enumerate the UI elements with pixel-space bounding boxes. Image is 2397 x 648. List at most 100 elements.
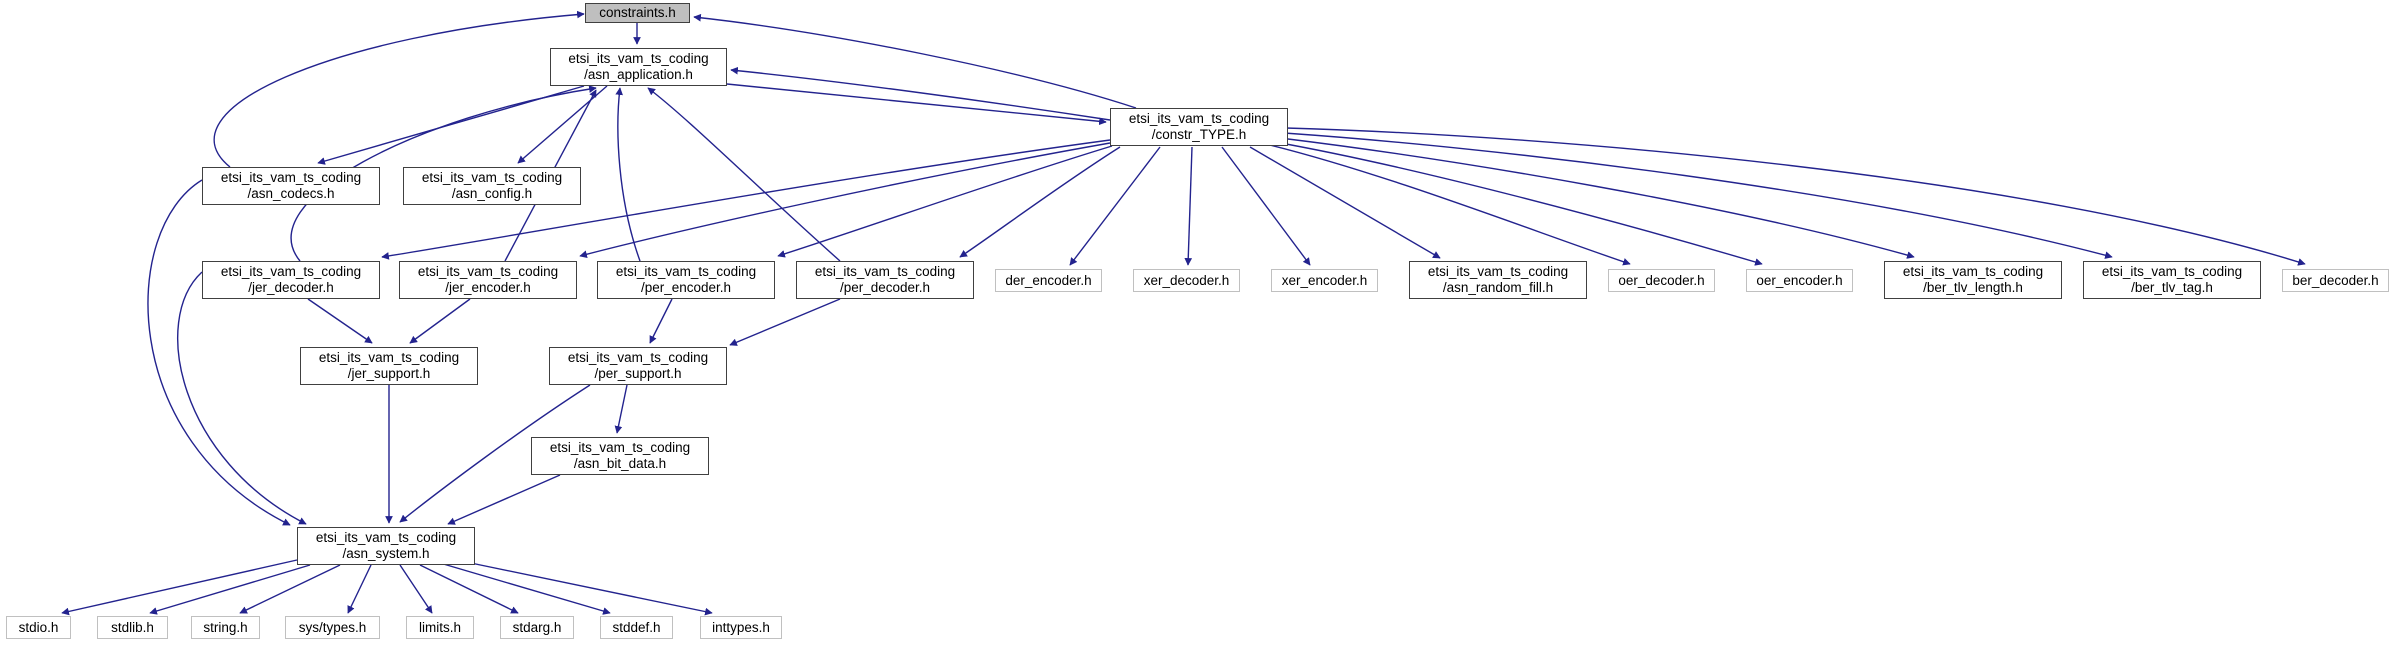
graph-node-label: etsi_its_vam_ts_coding /per_decoder.h (814, 264, 956, 295)
graph-edge (1184, 146, 1193, 266)
graph-node-asn_system[interactable]: etsi_its_vam_ts_coding /asn_system.h (297, 527, 475, 565)
graph-edge (1069, 146, 1161, 266)
graph-node-constraints[interactable]: constraints.h (585, 3, 690, 23)
graph-node-label: etsi_its_vam_ts_coding /ber_tlv_length.h (1902, 264, 2044, 295)
graph-edge (439, 562, 611, 615)
graph-node-label: etsi_its_vam_ts_coding /asn_system.h (315, 530, 457, 561)
graph-node-label: etsi_its_vam_ts_coding /constr_TYPE.h (1128, 111, 1270, 142)
graph-node-label: oer_decoder.h (1618, 272, 1705, 288)
graph-edge (729, 298, 841, 346)
graph-edge (777, 145, 1113, 258)
graph-node-jer_decoder[interactable]: etsi_its_vam_ts_coding /jer_decoder.h (202, 261, 380, 299)
graph-edge (447, 474, 561, 525)
graph-node-ber_tlv_tag[interactable]: etsi_its_vam_ts_coding /ber_tlv_tag.h (2083, 261, 2261, 299)
graph-node-per_support[interactable]: etsi_its_vam_ts_coding /per_support.h (549, 347, 727, 385)
graph-node-stdlib[interactable]: stdlib.h (97, 616, 168, 639)
graph-node-label: stdio.h (18, 619, 59, 635)
graph-node-label: etsi_its_vam_ts_coding /per_support.h (567, 350, 709, 381)
graph-node-asn_codecs[interactable]: etsi_its_vam_ts_coding /asn_codecs.h (202, 167, 380, 205)
graph-node-constr_TYPE[interactable]: etsi_its_vam_ts_coding /constr_TYPE.h (1110, 108, 1288, 146)
graph-node-jer_support[interactable]: etsi_its_vam_ts_coding /jer_support.h (300, 347, 478, 385)
graph-node-stdio[interactable]: stdio.h (6, 616, 71, 639)
graph-node-label: etsi_its_vam_ts_coding /ber_tlv_tag.h (2101, 264, 2243, 295)
graph-edge (307, 298, 373, 344)
graph-node-label: xer_encoder.h (1281, 272, 1368, 288)
graph-node-label: etsi_its_vam_ts_coding /jer_support.h (318, 350, 460, 381)
graph-edge (615, 87, 641, 262)
graph-node-label: limits.h (418, 619, 461, 635)
graph-edge (465, 561, 713, 616)
graph-node-asn_random_fill[interactable]: etsi_its_vam_ts_coding /asn_random_fill.… (1409, 261, 1587, 299)
graph-edge (1221, 146, 1311, 266)
graph-edge (381, 139, 1111, 260)
graph-edge (213, 10, 585, 168)
graph-edge (147, 179, 291, 526)
graph-edge (1274, 141, 1763, 266)
graph-node-stddef[interactable]: stddef.h (600, 616, 673, 639)
graph-node-systypes[interactable]: sys/types.h (285, 616, 380, 639)
graph-edge (149, 564, 311, 615)
graph-node-ber_decoder[interactable]: ber_decoder.h (2282, 269, 2389, 292)
graph-edge (177, 271, 307, 525)
graph-node-label: sys/types.h (298, 619, 367, 635)
graph-edge (1283, 132, 2113, 259)
graph-node-limits[interactable]: limits.h (406, 616, 474, 639)
graph-edge (647, 87, 841, 262)
graph-node-inttypes[interactable]: inttypes.h (700, 616, 782, 639)
graph-edge (399, 384, 591, 523)
graph-node-label: string.h (203, 619, 248, 635)
graph-node-label: stddef.h (612, 619, 661, 635)
graph-node-label: etsi_its_vam_ts_coding /jer_encoder.h (417, 264, 559, 295)
graph-edge (1279, 137, 1915, 259)
graph-node-label: etsi_its_vam_ts_coding /jer_decoder.h (220, 264, 362, 295)
graph-node-label: stdarg.h (512, 619, 562, 635)
graph-edge (614, 384, 628, 434)
graph-edge (347, 564, 372, 614)
graph-edge (1285, 127, 2306, 266)
graph-edge (290, 85, 597, 262)
graph-edge (1249, 146, 1441, 259)
graph-node-label: inttypes.h (712, 619, 770, 635)
graph-node-label: ber_decoder.h (2292, 272, 2379, 288)
graph-node-asn_application[interactable]: etsi_its_vam_ts_coding /asn_application.… (550, 48, 727, 86)
graph-node-label: oer_encoder.h (1756, 272, 1843, 288)
graph-edge (1269, 144, 1631, 266)
graph-node-label: constraints.h (599, 5, 676, 21)
graph-node-label: etsi_its_vam_ts_coding /asn_random_fill.… (1427, 264, 1569, 295)
graph-edge (409, 298, 471, 344)
graph-node-jer_encoder[interactable]: etsi_its_vam_ts_coding /jer_encoder.h (399, 261, 577, 299)
graph-node-ber_tlv_length[interactable]: etsi_its_vam_ts_coding /ber_tlv_length.h (1884, 261, 2062, 299)
graph-edge (649, 298, 673, 344)
graph-edge (399, 564, 433, 614)
graph-node-xer_decoder[interactable]: xer_decoder.h (1133, 269, 1240, 292)
graph-node-der_encoder[interactable]: der_encoder.h (995, 269, 1102, 292)
graph-edge (959, 146, 1121, 258)
graph-edge (693, 13, 1137, 109)
graph-edge (730, 66, 1111, 121)
graph-node-xer_encoder[interactable]: xer_encoder.h (1271, 269, 1378, 292)
graph-node-asn_bit_data[interactable]: etsi_its_vam_ts_coding /asn_bit_data.h (531, 437, 709, 475)
edge-group (61, 10, 2306, 616)
graph-node-oer_decoder[interactable]: oer_decoder.h (1608, 269, 1715, 292)
graph-node-per_encoder[interactable]: etsi_its_vam_ts_coding /per_encoder.h (597, 261, 775, 299)
graph-edge (239, 564, 341, 614)
graph-edge (419, 564, 519, 614)
graph-node-per_decoder[interactable]: etsi_its_vam_ts_coding /per_decoder.h (796, 261, 974, 299)
graph-edge (579, 142, 1111, 258)
graph-edge (517, 85, 608, 164)
graph-node-stdarg[interactable]: stdarg.h (500, 616, 574, 639)
graph-node-label: etsi_its_vam_ts_coding /asn_config.h (421, 170, 563, 201)
graph-node-label: etsi_its_vam_ts_coding /asn_codecs.h (220, 170, 362, 201)
graph-node-label: etsi_its_vam_ts_coding /asn_bit_data.h (549, 440, 691, 471)
graph-node-label: stdlib.h (111, 619, 154, 635)
graph-node-label: etsi_its_vam_ts_coding /asn_application.… (568, 51, 709, 82)
graph-edge (726, 83, 1107, 126)
graph-node-label: der_encoder.h (1005, 272, 1092, 288)
graph-edge (61, 559, 298, 616)
graph-node-oer_encoder[interactable]: oer_encoder.h (1746, 269, 1853, 292)
graph-node-label: xer_decoder.h (1143, 272, 1230, 288)
graph-node-string[interactable]: string.h (191, 616, 260, 639)
graph-node-asn_config[interactable]: etsi_its_vam_ts_coding /asn_config.h (403, 167, 581, 205)
